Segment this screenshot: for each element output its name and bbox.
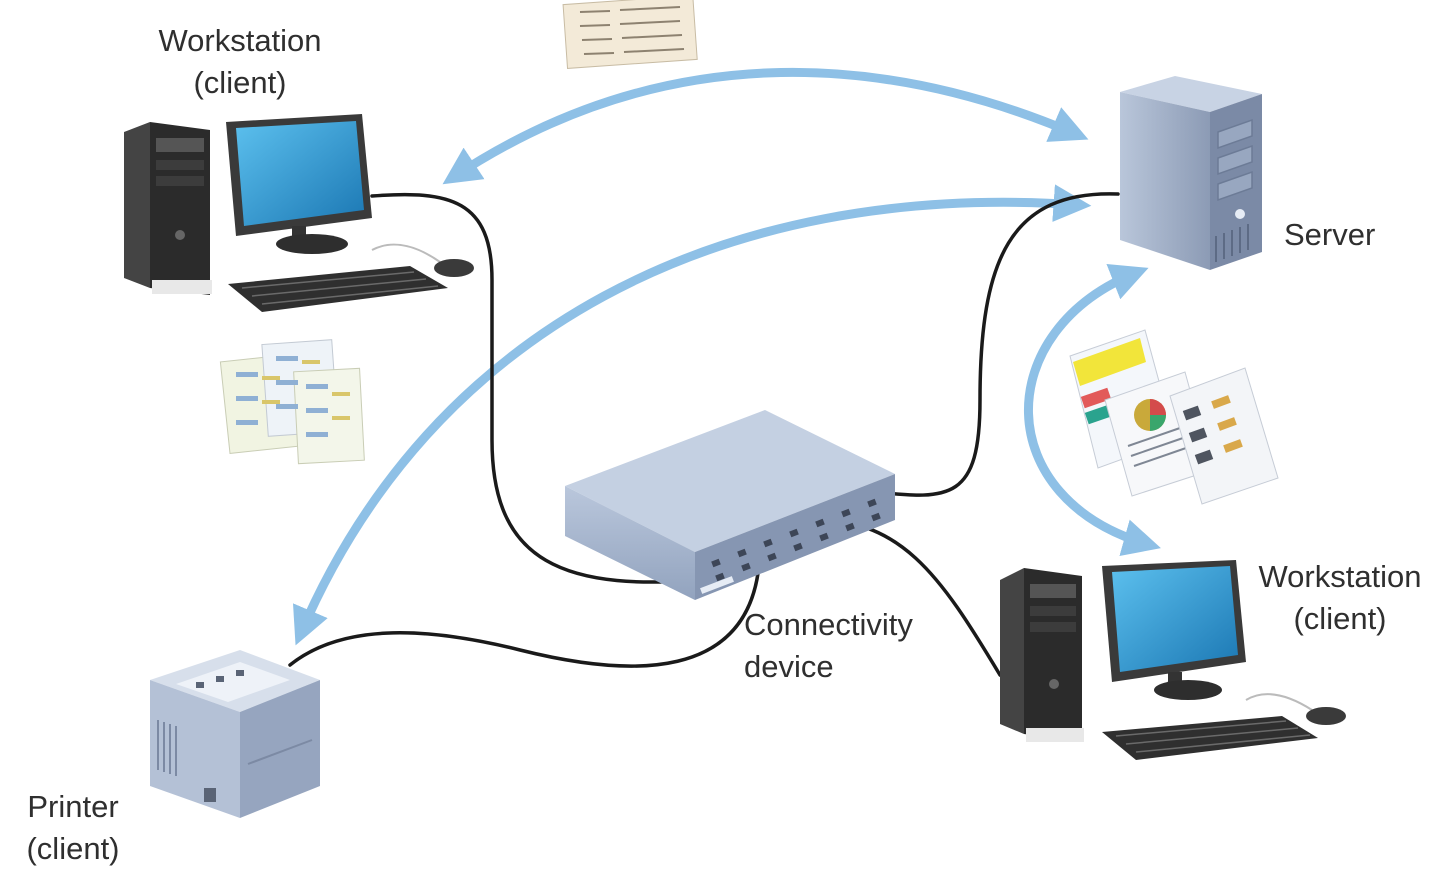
document-icon [1069, 329, 1279, 505]
workstation-top-label-line2: (client) [193, 65, 287, 100]
server-label: Server [1284, 214, 1375, 256]
cable-server [873, 192, 1120, 497]
arrow-server-workstation [1024, 264, 1161, 557]
workstation-bottom-label-line1: Workstation [1258, 559, 1422, 594]
connectivity-device-label: Connectivity device [744, 604, 913, 688]
printer-icon [150, 650, 320, 818]
cable-printer [288, 543, 762, 668]
connectivity-device-label-line2: device [744, 649, 834, 684]
server-label-line1: Server [1284, 217, 1376, 252]
document-icon [562, 0, 698, 69]
arrow-printer-server [293, 184, 1092, 646]
workstation-top-label-line1: Workstation [158, 23, 322, 58]
cable-workstation-top [370, 192, 722, 584]
printer-label-line1: Printer [27, 789, 119, 824]
workstation-top-label: Workstation (client) [140, 20, 340, 104]
arrow-workstation-server [442, 68, 1089, 185]
workstation-icon [124, 114, 474, 312]
server-icon [1120, 76, 1262, 270]
switch-icon [565, 410, 895, 600]
workstation-bottom-label: Workstation (client) [1240, 556, 1440, 640]
workstation-icon [1000, 560, 1346, 760]
document-icon [219, 339, 365, 465]
printer-label-line2: (client) [26, 831, 120, 866]
data-flow-arrows [293, 68, 1161, 646]
workstation-bottom-label-line2: (client) [1293, 601, 1387, 636]
printer-label: Printer (client) [10, 786, 136, 870]
connectivity-device-label-line1: Connectivity [744, 607, 913, 642]
